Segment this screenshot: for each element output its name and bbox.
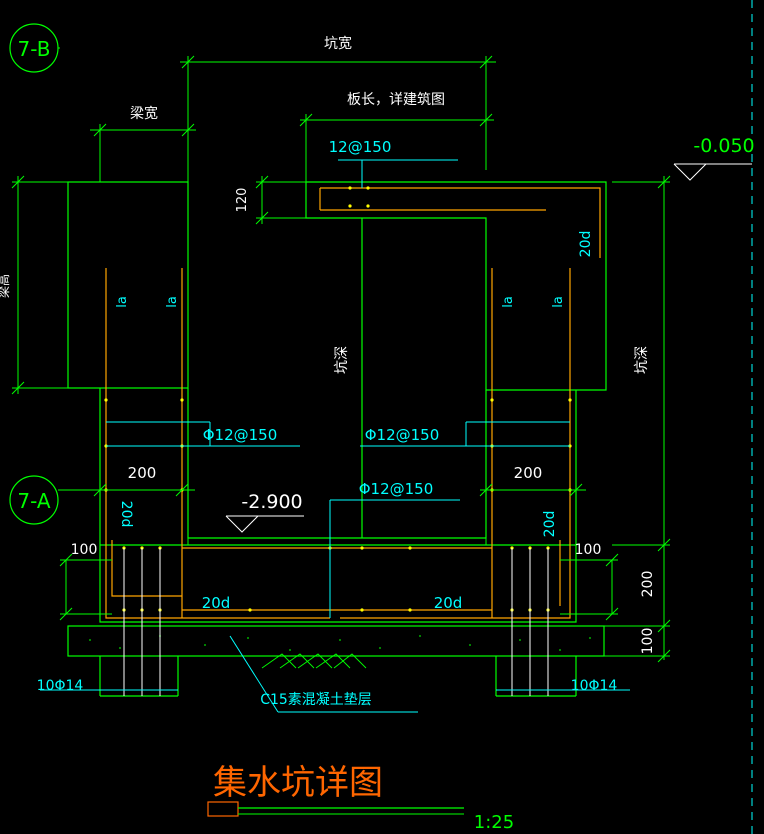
label-20d-left-vert: 20d	[118, 501, 134, 528]
pit-walls	[99, 218, 577, 623]
rebar-label-right-anchor: 10Φ14	[571, 678, 618, 694]
rebar	[105, 187, 601, 619]
drawing-title: 集水坑详图	[213, 763, 383, 803]
rebar-label-left-anchor: 10Φ14	[37, 678, 84, 694]
elevation-top: -0.050	[693, 135, 754, 157]
dim-side-100-left: 100	[71, 542, 98, 558]
cushion-label: C15素混凝土垫层	[260, 692, 372, 708]
title-block	[207, 801, 464, 817]
dim-slab-length: 板长，详建筑图	[347, 92, 445, 108]
dim-side-100-right: 100	[575, 542, 602, 558]
dim-pit-depth-center: 坑深	[334, 346, 350, 374]
label-la-3: la	[501, 296, 516, 308]
dim-bottom-200: 200	[640, 571, 656, 598]
label-20d-top-right: 20d	[578, 231, 594, 258]
label-la-2: la	[165, 296, 180, 308]
label-20d-bottom-left: 20d	[202, 594, 231, 612]
concrete-cushion	[67, 625, 605, 669]
dim-pit-depth-right: 坑深	[634, 346, 650, 374]
label-20d-bottom-right: 20d	[434, 594, 463, 612]
elevation-top-marker	[673, 163, 752, 181]
rebar-label-slab-top: 12@150	[329, 138, 392, 156]
rebar-label-bottom: Φ12@150	[359, 480, 434, 498]
drawing-scale: 1:25	[474, 812, 514, 833]
dim-bottom-100: 100	[640, 628, 656, 655]
dimension-lines	[11, 55, 671, 663]
rebar-label-left-wall: Φ12@150	[203, 426, 278, 444]
axis-label-7a: 7-A	[17, 489, 51, 513]
elevation-bottom: -2.900	[241, 491, 302, 513]
left-beam	[67, 181, 189, 389]
dim-pit-width: 坑宽	[324, 35, 352, 52]
rebar-label-right-wall: Φ12@150	[365, 426, 440, 444]
elevation-bottom-marker	[225, 515, 304, 533]
axis-bubble-7b: 7-B	[9, 23, 60, 73]
label-la-1: la	[115, 296, 130, 308]
annotation-leaders	[40, 159, 630, 713]
pile-anchor-bars	[123, 548, 549, 696]
dim-beam-width: 梁宽	[130, 105, 158, 122]
pile-footings	[99, 656, 577, 697]
label-la-4: la	[551, 296, 566, 308]
axis-label-7b: 7-B	[18, 37, 51, 61]
dim-side-200-right: 200	[514, 464, 543, 482]
dim-side-200-left: 200	[128, 464, 157, 482]
dim-slab-thickness: 120	[235, 188, 250, 213]
dim-beam-height: 梁高	[0, 274, 11, 298]
label-20d-right-vert: 20d	[542, 511, 558, 538]
